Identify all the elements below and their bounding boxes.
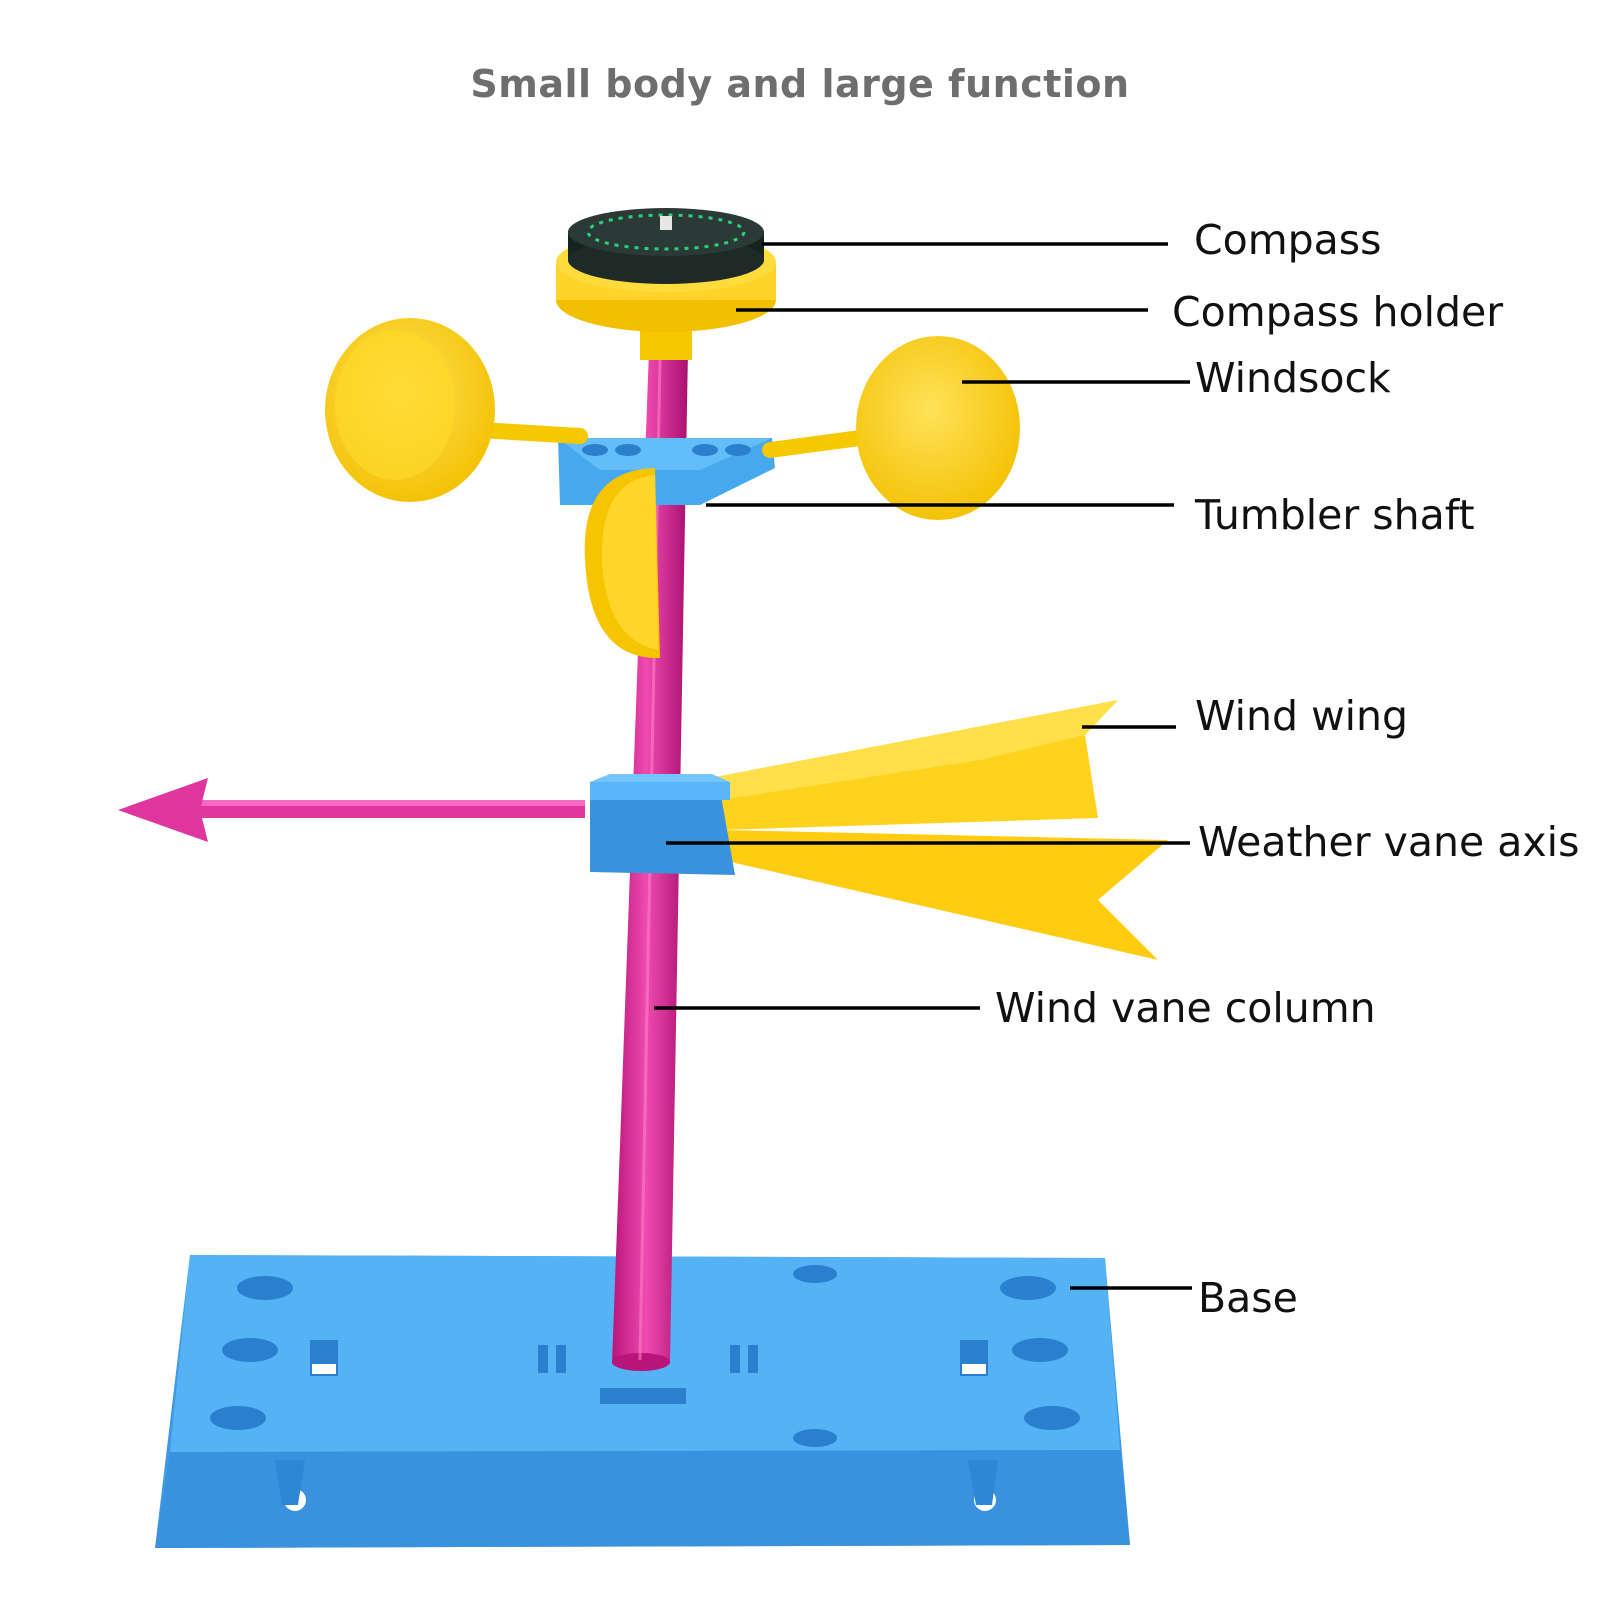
weather-vane-axis-block [590, 774, 735, 875]
weather-vane-arrow [118, 778, 585, 842]
label-compass: Compass [1194, 216, 1382, 264]
base-plate [155, 1255, 1130, 1548]
label-weather-vane-axis: Weather vane axis [1198, 818, 1580, 866]
leader-lines [654, 242, 1192, 1290]
label-wind-vane-column: Wind vane column [995, 984, 1376, 1032]
compass-dial [568, 208, 764, 284]
tumbler-shaft-hub [558, 438, 775, 505]
label-windsock: Windsock [1195, 354, 1391, 402]
label-base: Base [1198, 1274, 1298, 1322]
label-compass-holder: Compass holder [1172, 288, 1504, 336]
label-wind-wing: Wind wing [1195, 692, 1409, 740]
label-tumbler-shaft: Tumbler shaft [1195, 491, 1475, 539]
headline: Small body and large function [470, 62, 1130, 106]
wind-wing [710, 700, 1168, 960]
